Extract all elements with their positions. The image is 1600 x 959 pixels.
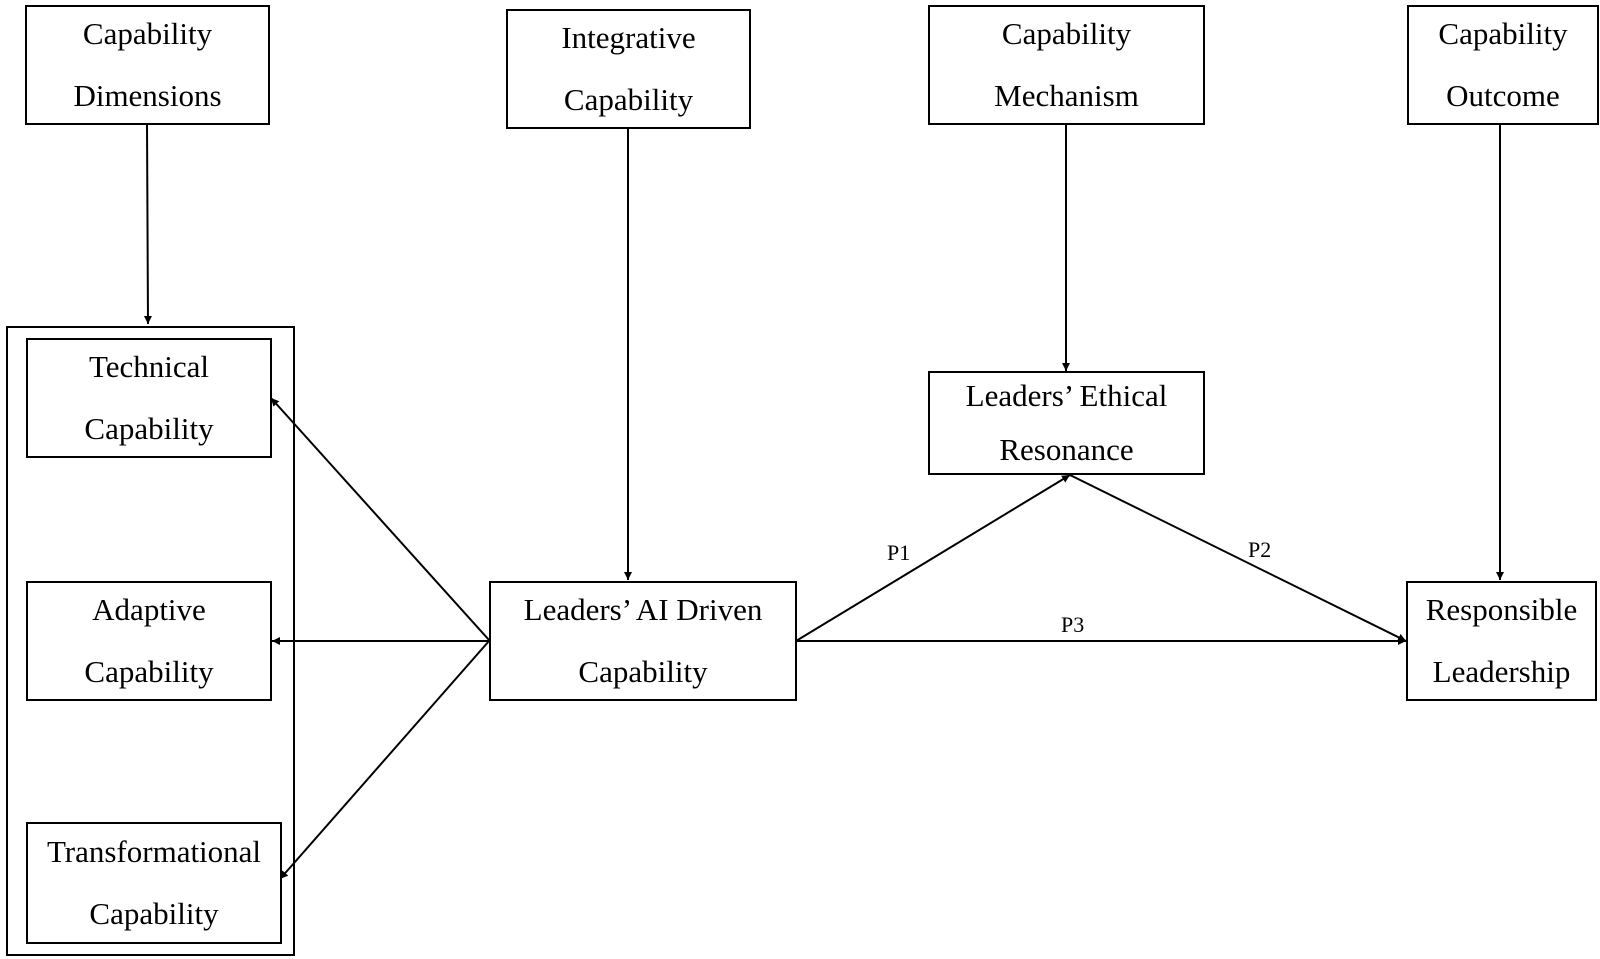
capability-outcome-line1: Capability bbox=[1438, 16, 1568, 51]
leaders-ai-driven-capability-box: Leaders’ AI Driven Capability bbox=[489, 581, 797, 701]
leaders-ai-driven-capability-line2: Capability bbox=[578, 654, 708, 689]
leaders-ethical-resonance-line1: Leaders’ Ethical bbox=[965, 378, 1168, 413]
capability-dimensions-line2: Dimensions bbox=[73, 78, 222, 113]
edge-label-p1: P1 bbox=[887, 540, 911, 565]
transformational-capability-box: Transformational Capability bbox=[26, 822, 282, 944]
capability-outcome-box: Capability Outcome bbox=[1407, 5, 1599, 125]
transformational-capability-line2: Capability bbox=[89, 896, 219, 931]
responsible-leadership-line2: Leadership bbox=[1432, 654, 1571, 689]
technical-capability-line1: Technical bbox=[88, 349, 210, 384]
responsible-leadership-line1: Responsible bbox=[1425, 592, 1578, 627]
adaptive-capability-line2: Capability bbox=[84, 654, 214, 689]
responsible-leadership-box: Responsible Leadership bbox=[1406, 581, 1597, 701]
adaptive-capability-line1: Adaptive bbox=[92, 592, 206, 627]
edge-label-p2: P2 bbox=[1248, 537, 1272, 562]
capability-mechanism-box: Capability Mechanism bbox=[928, 5, 1205, 125]
technical-capability-box: Technical Capability bbox=[26, 338, 272, 458]
leaders-ethical-resonance-box: Leaders’ Ethical Resonance bbox=[928, 371, 1205, 475]
edge-label-p3: P3 bbox=[1061, 612, 1085, 637]
transformational-capability-line1: Transformational bbox=[46, 834, 262, 869]
leaders-ethical-resonance-line2: Resonance bbox=[999, 432, 1134, 467]
arrow-ai-to-technical bbox=[270, 397, 490, 641]
integrative-capability-line2: Capability bbox=[563, 82, 694, 117]
capability-mechanism-line2: Mechanism bbox=[994, 78, 1139, 113]
arrow-dimensions-to-group bbox=[143, 123, 152, 325]
technical-capability-line2: Capability bbox=[84, 411, 214, 446]
capability-dimensions-group bbox=[6, 326, 295, 956]
arrow-p2 bbox=[1069, 474, 1407, 642]
integrative-capability-box: Integrative Capability bbox=[506, 9, 751, 129]
capability-dimensions-line1: Capability bbox=[82, 16, 213, 51]
leaders-ai-driven-capability-line1: Leaders’ AI Driven bbox=[523, 592, 763, 627]
arrow-p1 bbox=[795, 474, 1071, 642]
arrow-ai-to-transformational bbox=[279, 640, 490, 880]
capability-dimensions-box: Capability Dimensions bbox=[25, 5, 270, 125]
capability-outcome-line2: Outcome bbox=[1446, 78, 1560, 113]
capability-mechanism-line1: Capability bbox=[1001, 16, 1132, 51]
integrative-capability-line1: Integrative bbox=[561, 20, 696, 55]
adaptive-capability-box: Adaptive Capability bbox=[26, 581, 272, 701]
